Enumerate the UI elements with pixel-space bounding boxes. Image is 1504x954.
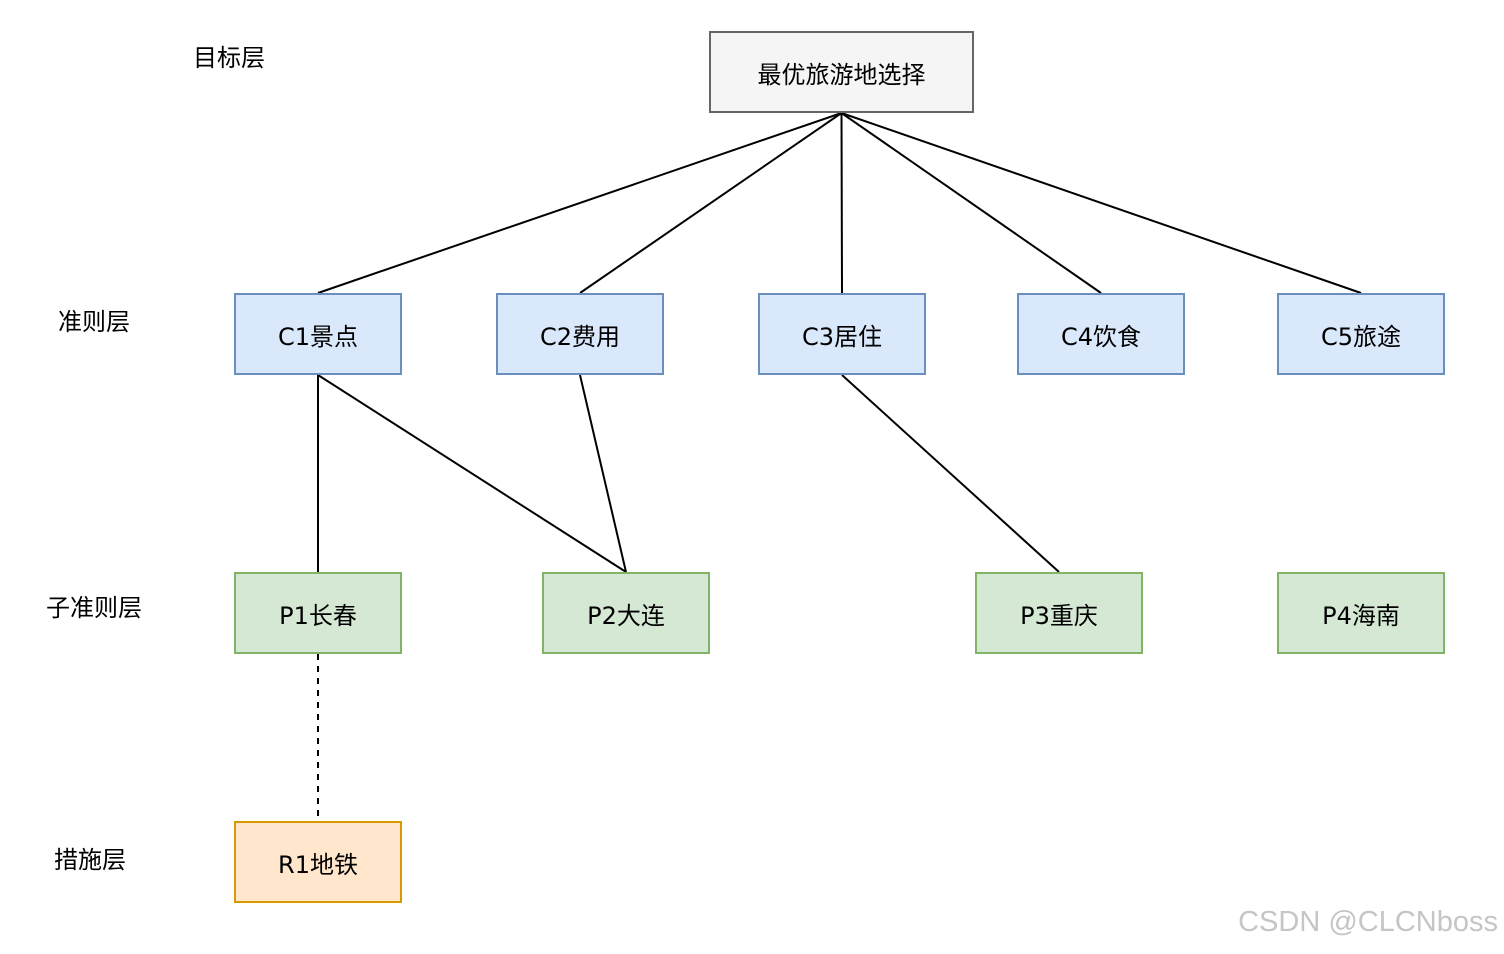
criterion-node-c5[interactable]: C5旅途 [1277, 293, 1445, 375]
edge-goal-c3 [840, 112, 843, 294]
edge-goal-c2 [579, 112, 843, 294]
edge-c1-p2 [317, 374, 627, 573]
goal-node[interactable]: 最优旅游地选择 [709, 31, 974, 113]
subcriterion-node-p3[interactable]: P3重庆 [975, 572, 1143, 654]
layer-label-goal: 目标层 [193, 44, 265, 72]
measure-node-r1[interactable]: R1地铁 [234, 821, 402, 903]
edge-goal-c4 [840, 112, 1102, 294]
subcriterion-node-p2[interactable]: P2大连 [542, 572, 710, 654]
criterion-node-c4[interactable]: C4饮食 [1017, 293, 1185, 375]
criterion-node-c1[interactable]: C1景点 [234, 293, 402, 375]
edge-c2-p2 [579, 374, 627, 573]
layer-label-criteria: 准则层 [58, 308, 130, 336]
edge-goal-c5 [841, 112, 1362, 294]
layer-label-subcriteria: 子准则层 [46, 594, 142, 622]
criterion-node-c2[interactable]: C2费用 [496, 293, 664, 375]
subcriterion-node-p4[interactable]: P4海南 [1277, 572, 1445, 654]
watermark: CSDN @CLCNboss [1238, 906, 1498, 938]
edge-c3-p3 [841, 374, 1060, 573]
edge-goal-c1 [317, 112, 842, 294]
criterion-node-c3[interactable]: C3居住 [758, 293, 926, 375]
layer-label-measures: 措施层 [54, 846, 126, 874]
subcriterion-node-p1[interactable]: P1长春 [234, 572, 402, 654]
